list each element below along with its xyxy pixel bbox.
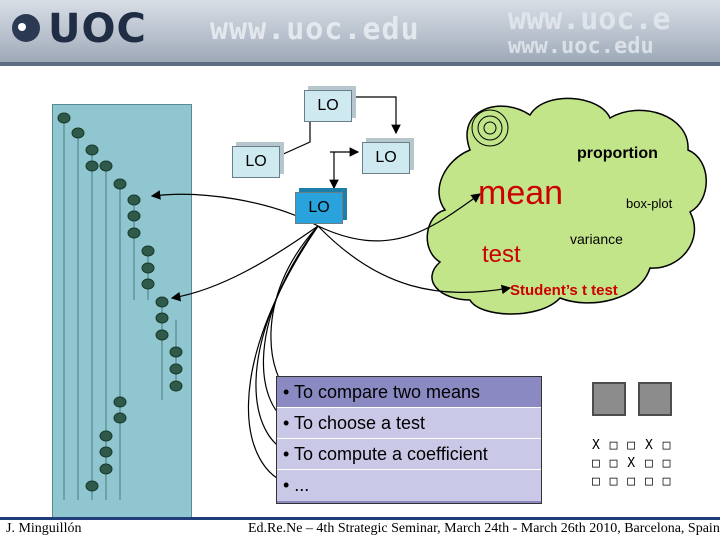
footer-author: J. Minguillón <box>6 521 82 536</box>
list-item[interactable]: • To compute a coefficient <box>277 439 541 470</box>
logo-mark <box>12 14 40 42</box>
target-icon <box>471 109 509 147</box>
tree-node <box>113 412 127 424</box>
concept-proportion: proportion <box>577 145 658 162</box>
tree-node <box>155 296 169 308</box>
tree-node <box>155 312 169 324</box>
tree-node <box>169 363 183 375</box>
logo-text: UOC <box>48 6 147 52</box>
tree-panel <box>52 104 192 518</box>
tree-node <box>169 380 183 392</box>
concept-variance: variance <box>570 231 623 247</box>
banner-stripe <box>0 62 720 66</box>
footer-event: Ed.Re.Ne – 4th Strategic Seminar, March … <box>248 521 720 536</box>
tree-node <box>113 396 127 408</box>
lo-box-top: LO <box>304 90 352 122</box>
lo-box-highlighted: LO <box>295 192 343 224</box>
lo-box-right: LO <box>362 142 410 174</box>
tree-node <box>85 480 99 492</box>
info-button[interactable] <box>638 382 672 416</box>
tree-node <box>99 446 113 458</box>
header-banner: UOC www.uoc.edu www.uoc.e www.uoc.edu <box>0 0 720 66</box>
tree-node <box>141 262 155 274</box>
tree-node <box>127 227 141 239</box>
tree-node <box>141 245 155 257</box>
home-button[interactable] <box>592 382 626 416</box>
purpose-list: • To compare two means • To choose a tes… <box>276 376 542 504</box>
tree-node <box>155 329 169 341</box>
site-url-watermark-bottom: www.uoc.edu <box>508 34 654 59</box>
grid-row: □ □ □ □ □ <box>592 474 672 489</box>
footer-rule <box>0 517 720 520</box>
concept-mean: mean <box>478 174 564 212</box>
concept-cloud <box>426 97 707 315</box>
tree-node <box>99 463 113 475</box>
lo-connectors <box>268 96 401 190</box>
tree-node <box>127 194 141 206</box>
tree-node <box>113 178 127 190</box>
grid-row: X □ □ X □ <box>592 438 672 453</box>
tree-node <box>85 160 99 172</box>
site-url: www.uoc.edu <box>210 12 420 47</box>
tree-node <box>85 144 99 156</box>
site-url-watermark-top: www.uoc.e <box>508 2 671 37</box>
list-item[interactable]: • To compare two means <box>277 377 541 408</box>
list-item[interactable]: • To choose a test <box>277 408 541 439</box>
tree-node <box>99 430 113 442</box>
concept-students-t-test: Student’s t test <box>510 282 618 299</box>
tree-node <box>141 278 155 290</box>
concept-box-plot: box-plot <box>626 196 673 211</box>
tree-node <box>57 112 71 124</box>
grid-row: □ □ X □ □ <box>592 456 672 471</box>
lo-box-left: LO <box>232 146 280 178</box>
logo-dot <box>18 23 26 31</box>
tree-node <box>99 160 113 172</box>
tree-node <box>169 346 183 358</box>
tree-node <box>71 127 85 139</box>
tree-hierarchy <box>57 112 183 500</box>
concept-test: test <box>482 241 521 268</box>
list-item[interactable]: • ... <box>277 470 541 501</box>
tree-node <box>127 210 141 222</box>
